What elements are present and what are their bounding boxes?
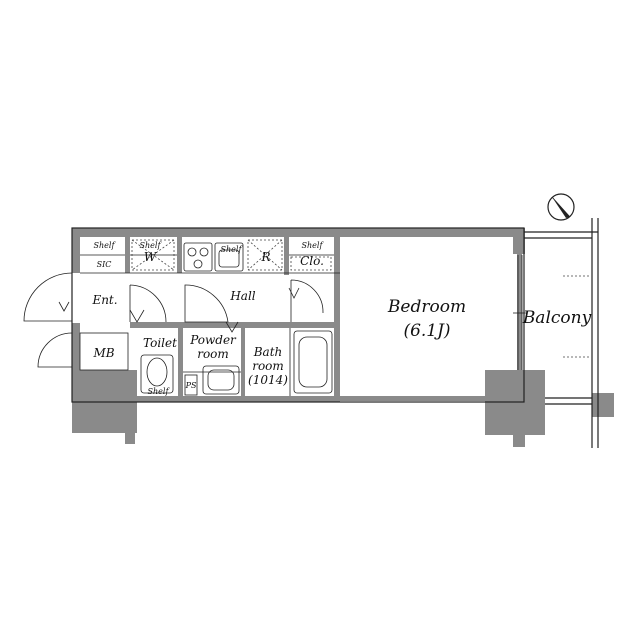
toilet-icon xyxy=(140,354,174,394)
label-bedroom: Bedroom xyxy=(387,297,466,317)
sink-icon xyxy=(214,242,244,272)
label-mb: MB xyxy=(92,346,114,360)
door-swing-icon xyxy=(23,272,324,368)
label-toilet: Toilet xyxy=(143,336,177,350)
label-bath-2: room xyxy=(252,359,284,373)
label-w: W xyxy=(144,250,158,264)
bathtub-icon xyxy=(293,330,333,394)
label-balcony: Balcony xyxy=(522,308,592,328)
compass-icon xyxy=(547,193,575,221)
label-shelf: Shelf xyxy=(94,241,117,250)
label-bath-1: Bath xyxy=(253,345,283,359)
label-shelf-clo: Shelf xyxy=(302,241,325,250)
label-closet: Clo. xyxy=(300,254,324,268)
label-powder-1: Powder xyxy=(189,333,237,347)
outlines xyxy=(71,218,599,448)
label-bedroom-size: (6.1J) xyxy=(403,321,450,341)
label-shelf-kitchen: Shelf xyxy=(221,245,244,254)
label-refrigerator: R xyxy=(260,250,270,264)
label-powder-2: room xyxy=(197,347,229,361)
label-shelf-w: Shelf xyxy=(140,241,163,250)
label-sic: SIC xyxy=(97,260,112,269)
label-entrance: Ent. xyxy=(91,293,117,307)
washbasin-icon xyxy=(202,365,240,395)
stove-icon xyxy=(183,242,213,272)
label-hall: Hall xyxy=(229,289,255,303)
label-shelf-toilet: Shelf xyxy=(148,387,171,396)
label-bath-3: (1014) xyxy=(248,373,288,387)
label-ps: PS xyxy=(185,381,197,390)
